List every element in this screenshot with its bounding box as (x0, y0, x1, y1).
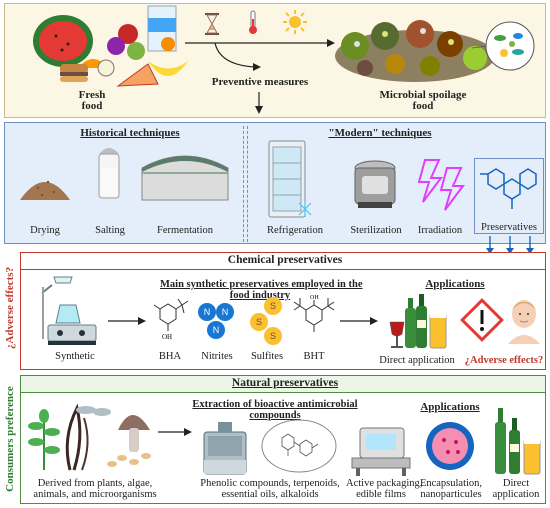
sterilizer (354, 160, 396, 208)
encapsulation-label: Encapsulation,nanoparticules (419, 478, 483, 500)
phenolic-label: Phenolic compounds, terpenoids,essential… (200, 478, 340, 500)
fermentation-tank (141, 155, 229, 201)
arrow-curve-preventive (214, 42, 261, 71)
bha-oh: OH (162, 333, 172, 341)
arrow-fresh-to-spoiled (185, 39, 335, 47)
refrigerator (268, 140, 312, 218)
spoiled-food-illustration (335, 20, 495, 82)
main-synthetic-title: Main synthetic preservatives employed in… (160, 279, 363, 301)
wine-bottles (389, 294, 447, 349)
svg-text:S: S (270, 331, 276, 341)
irradiation-label: Irradiation (417, 225, 463, 236)
chemical-title: Chemical preservatives (227, 254, 343, 266)
techniques-divider-2 (247, 126, 248, 242)
natural-panel (20, 393, 546, 504)
nanoparticle (426, 422, 474, 470)
preservatives-label: Preservatives (481, 222, 537, 233)
sulfites-icon: S S S (250, 297, 282, 345)
chemical-side-label: ¿Adverse effects? (4, 266, 16, 350)
sterilization-label: Sterilization (350, 225, 402, 236)
drying-pile (20, 180, 70, 200)
modern-title: "Modern" techniques (328, 127, 432, 139)
hazard-icon (460, 298, 504, 342)
svg-text:N: N (204, 307, 211, 317)
svg-text:N: N (213, 325, 220, 335)
natural-title: Natural preservatives (231, 377, 339, 389)
salt-shaker (98, 148, 120, 199)
drying-label: Drying (30, 225, 60, 236)
molecular-structure (261, 419, 337, 473)
plants-illustration (28, 403, 151, 471)
derived-label: Derived from plants, algae,animals, and … (33, 478, 157, 500)
preventive-measures-label: Preventive measures (211, 76, 309, 88)
svg-text:N: N (222, 307, 229, 317)
historical-title: Historical techniques (80, 127, 180, 139)
bht-molecule: OH (293, 295, 335, 332)
packaging-label: Active packaging,edible films (346, 478, 423, 500)
natural-bottles (495, 408, 541, 475)
thermometer-icon (249, 10, 257, 34)
arrow-derived (158, 428, 192, 436)
nitrites-label: Nitrites (201, 351, 233, 362)
arrow-to-applications (340, 317, 378, 325)
chemical-applications-title: Applications (425, 278, 485, 290)
chemical-header (20, 252, 546, 270)
nitrites-icon: N N N (198, 303, 234, 339)
direct-application-label: Direct application (379, 355, 455, 366)
lightning-icon (417, 159, 465, 211)
natural-applications-title: Applications (420, 401, 480, 413)
fermentation-label: Fermentation (157, 225, 213, 236)
arrow-down-preventive (255, 92, 263, 114)
packaging-machine (351, 427, 411, 476)
preservatives-arrows (486, 236, 534, 254)
arrow-synthetic (108, 317, 146, 325)
molecule-icon (480, 168, 537, 209)
adverse-effects-label: ¿Adverse effects? (464, 355, 544, 366)
bht-label: BHT (303, 351, 325, 362)
salting-label: Salting (95, 225, 125, 236)
svg-text:S: S (270, 301, 276, 311)
chemical-panel (20, 270, 546, 370)
hourglass-icon (205, 13, 219, 35)
synthetic-label: Synthetic (55, 351, 95, 362)
natural-side-label: Consumers preference (4, 386, 16, 492)
techniques-divider (243, 126, 244, 242)
bha-label: BHA (158, 351, 182, 362)
preservatives-box (474, 158, 544, 234)
fresh-food-illustration (33, 5, 188, 87)
sulfites-label: Sulfites (250, 351, 284, 362)
natural-header (20, 375, 546, 393)
lab-stirrer (41, 276, 97, 345)
reactor (203, 422, 247, 475)
bacteria-icon (471, 21, 535, 71)
bht-oh: OH (310, 295, 319, 301)
face-icon (508, 300, 540, 344)
refrigeration-label: Refrigeration (267, 225, 323, 236)
svg-text:S: S (256, 317, 262, 327)
bha-molecule: OH (153, 298, 189, 341)
sun-icon (283, 10, 307, 34)
